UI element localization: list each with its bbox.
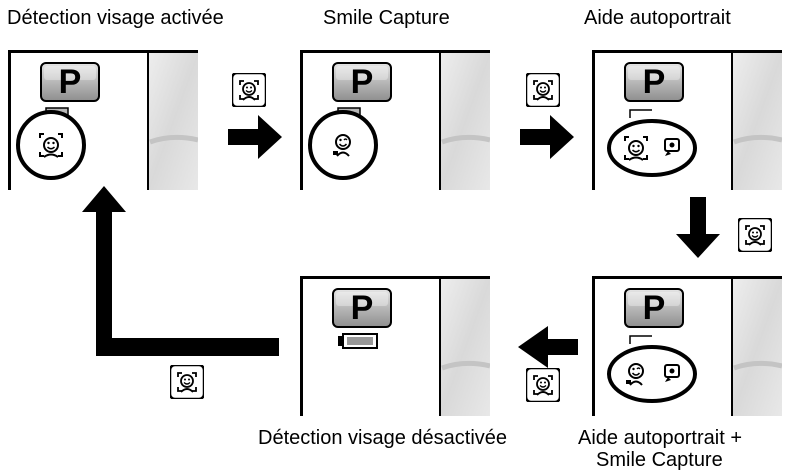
label-detection-on: Détection visage activée (7, 7, 224, 29)
mode-icon-label: P (350, 63, 374, 101)
face-detect-button-icon (170, 365, 204, 399)
mode-icon-label: P (642, 289, 666, 327)
arrow-return (82, 186, 279, 356)
label-smile-capture: Smile Capture (323, 7, 450, 29)
screen-selfie-aid: P (592, 50, 782, 190)
label-selfie-smile-line1: Aide autoportrait + (578, 427, 742, 449)
screen-detection-off: P (300, 276, 490, 416)
mode-icon-label: P (350, 289, 374, 327)
arrow-right-1 (228, 115, 282, 159)
mode-icon-label: P (642, 63, 666, 101)
mode-icon-label: P (58, 63, 82, 101)
arrow-right-2 (520, 115, 574, 159)
label-selfie-smile-line2: Smile Capture (596, 449, 723, 471)
arrow-left (518, 326, 578, 368)
label-detection-off: Détection visage désactivée (258, 427, 508, 449)
screen-selfie-smile: P (592, 276, 782, 416)
screen-smile-capture: P (300, 50, 490, 190)
face-detect-button-icon (232, 73, 266, 107)
screen-detection-on: P (8, 50, 198, 190)
face-detect-button-icon (526, 73, 560, 107)
battery-icon (338, 333, 378, 349)
arrow-down (676, 197, 720, 258)
face-detect-button-icon (738, 218, 772, 252)
label-selfie-aid: Aide autoportrait (584, 7, 731, 29)
face-detect-button-icon (526, 368, 560, 402)
